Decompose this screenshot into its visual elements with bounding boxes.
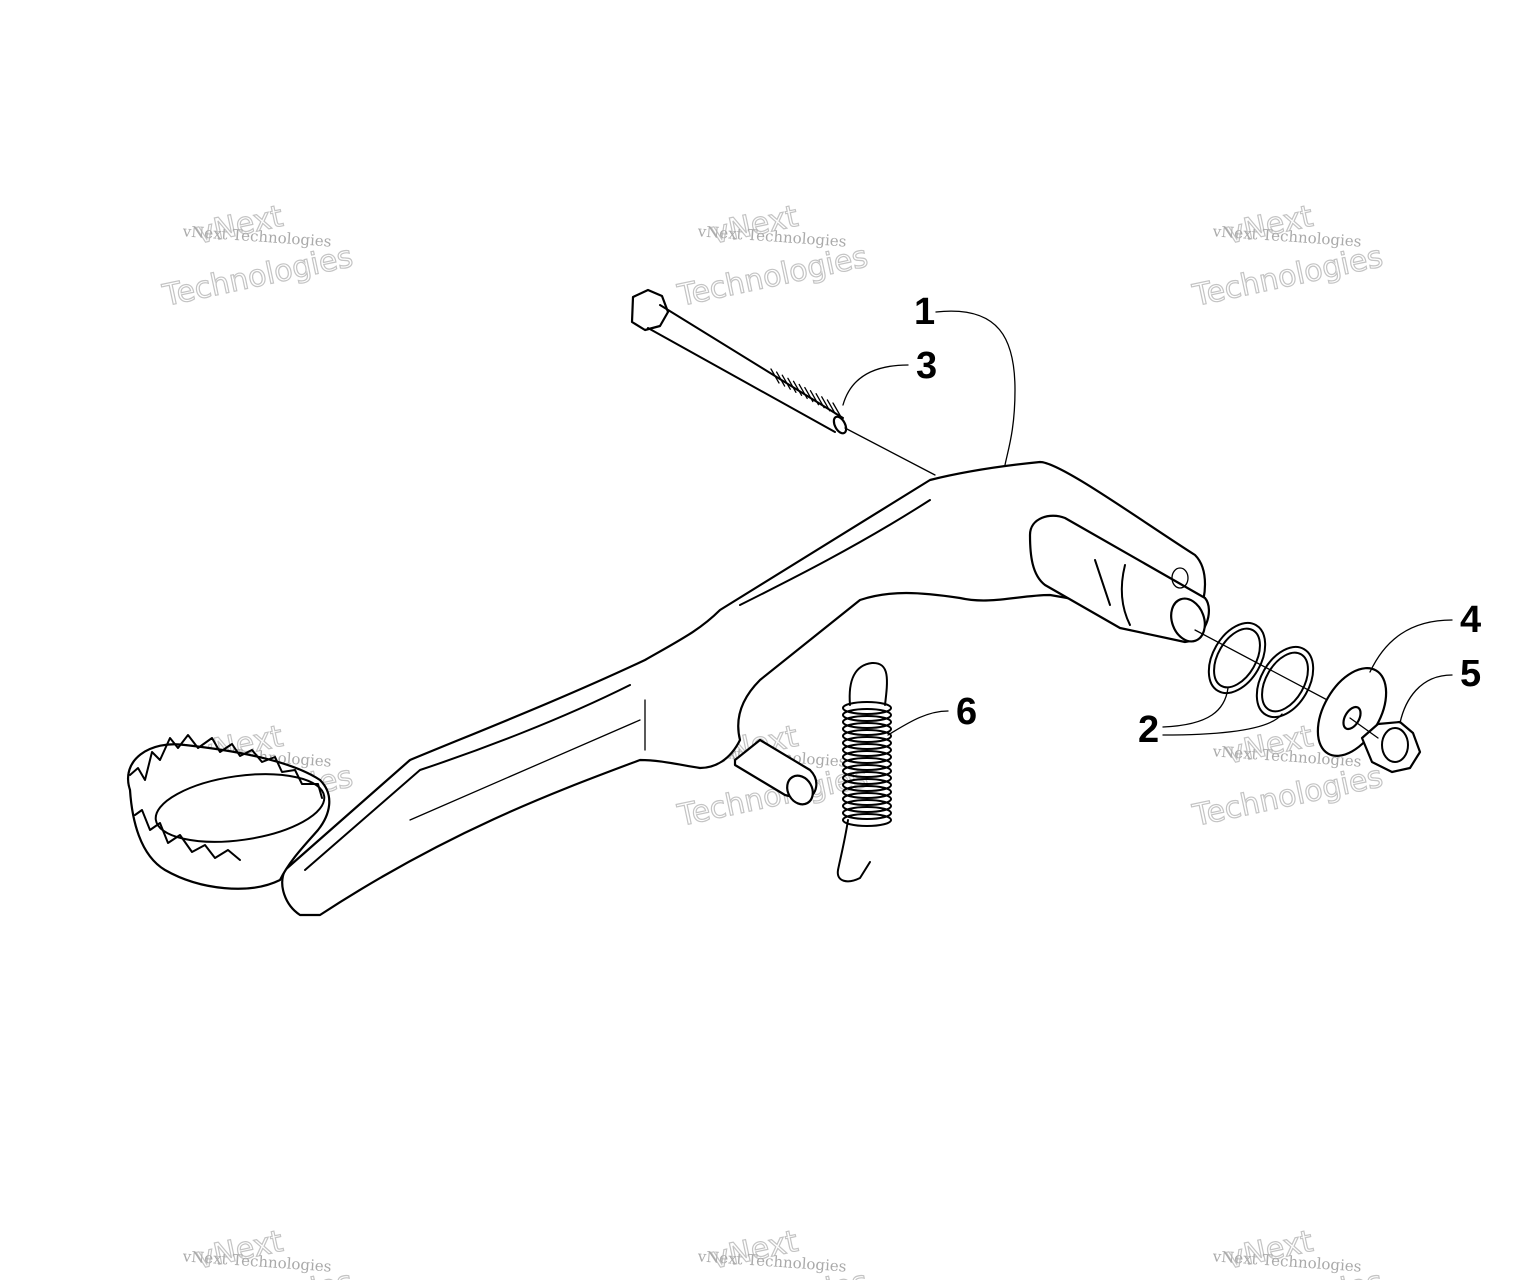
watermark-line3: Technologies: [159, 239, 356, 314]
callout-5: 5: [1460, 653, 1481, 695]
nut: [1349, 717, 1422, 774]
watermark-line3: Technologies: [1189, 239, 1386, 314]
watermark-line3: Technologies: [1189, 759, 1386, 834]
callout-6: 6: [956, 691, 977, 733]
callout-labels: 1 2 3 4 5 6: [914, 291, 1481, 751]
callout-4: 4: [1460, 599, 1481, 641]
brake-pedal-arm: [127, 460, 1210, 917]
callout-1: 1: [914, 291, 935, 333]
o-rings: [1194, 621, 1351, 719]
callout-3: 3: [916, 345, 937, 387]
watermark-line3: Technologies: [674, 239, 871, 314]
callout-2: 2: [1138, 709, 1159, 751]
leader-lines: [842, 310, 1453, 736]
spring: [836, 661, 892, 883]
bolt: [630, 288, 936, 476]
